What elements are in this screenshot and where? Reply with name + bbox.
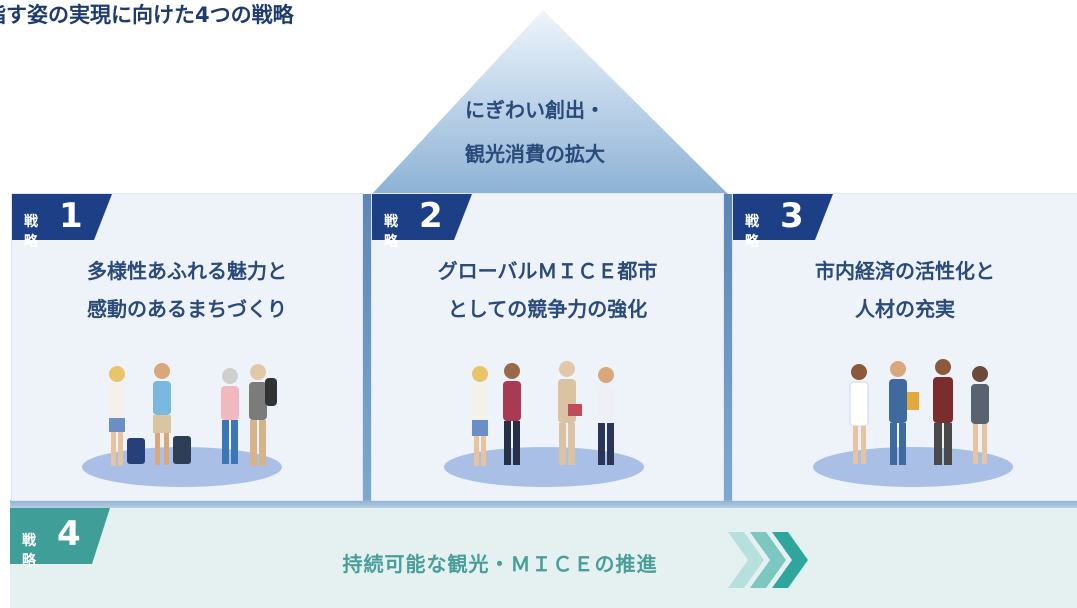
badge-number: 3 — [780, 196, 804, 236]
badge-number: 2 — [419, 196, 443, 236]
floor-band — [10, 500, 1077, 509]
strategy-card-2: 戦略 2 グローバルＭＩＣＥ都市 としての競争力の強化 — [372, 194, 723, 500]
strategy-title-line2: 感動のあるまちづくり — [87, 297, 287, 321]
roof-goal-line2: 観光消費の拡大 — [465, 142, 605, 166]
strategy-card-4: 戦略 4 — [10, 508, 1077, 608]
strategy-title-line1: グローバルＭＩＣＥ都市 — [437, 259, 658, 283]
roof-goal-line1: にぎわい創出・ — [465, 98, 605, 122]
strategy-title-4: 持続可能な観光・ＭＩＣＥの推進 — [342, 552, 658, 576]
pillar-right — [723, 194, 733, 502]
badge-label: 戦略 — [24, 214, 38, 250]
strategy-title-2: グローバルＭＩＣＥ都市 としての競争力の強化 — [372, 252, 723, 328]
workers-illustration — [813, 359, 1013, 487]
strategy-card-3: 戦略 3 市内経済の活性化と 人材の充実 — [733, 194, 1077, 500]
tourists-illustration — [82, 363, 282, 487]
page-title: 目指す姿の実現に向けた4つの戦略 — [0, 3, 294, 27]
badge-label: 戦略 — [745, 214, 759, 250]
badge-number: 4 — [57, 514, 81, 554]
pillar-left — [362, 194, 372, 502]
badge-label: 戦略 — [22, 533, 36, 569]
strategy-title-3: 市内経済の活性化と 人材の充実 — [733, 252, 1077, 328]
roof-triangle — [372, 10, 728, 194]
strategy-card-1: 戦略 1 多様性あふれる魅力と 感動のあるまちづくり — [12, 194, 362, 500]
strategy-title-1: 多様性あふれる魅力と 感動のあるまちづくり — [12, 252, 362, 328]
badge-number: 1 — [59, 196, 83, 236]
triple-chevron-icon — [728, 532, 808, 588]
strategy-title-line1: 市内経済の活性化と — [815, 259, 995, 283]
badge-label: 戦略 — [384, 214, 398, 250]
business-handshake-illustration — [444, 361, 644, 487]
strategy-title-line2: としての競争力の強化 — [447, 297, 648, 321]
strategy-title-line2: 人材の充実 — [855, 297, 955, 321]
strategy-title-line1: 多様性あふれる魅力と — [87, 259, 287, 283]
